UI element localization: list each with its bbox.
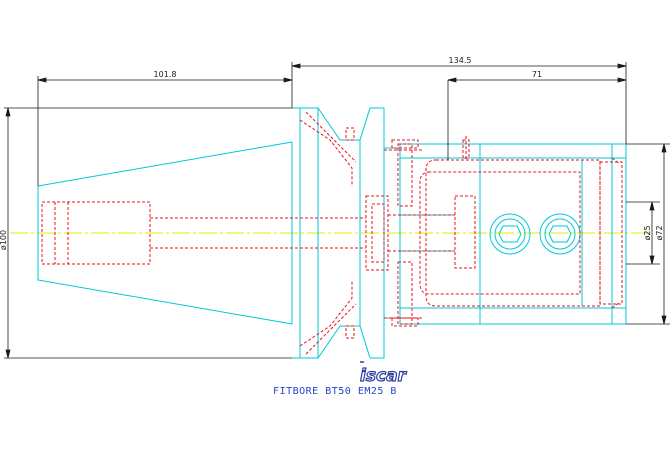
dim-body-diameter: ø72	[655, 225, 664, 240]
dim-holder-length: 71	[532, 70, 542, 79]
taper-shank	[37, 141, 293, 325]
clamp-screw-1	[489, 213, 531, 255]
dim-gauge-length: 101.8	[154, 70, 177, 79]
drawing-title: FITBORE BT50 EM25 B	[273, 386, 397, 397]
svg-text:iscar: iscar	[360, 366, 407, 386]
dimension-lines	[4, 62, 670, 359]
iscar-logo: iscar	[359, 361, 408, 387]
clamp-screw-2	[539, 213, 581, 255]
hidden-lines	[41, 111, 623, 355]
dim-flange-diameter: ø100	[0, 230, 8, 250]
dim-overall-length: 134.5	[449, 56, 472, 65]
dim-bore-diameter: ø25	[643, 225, 652, 240]
